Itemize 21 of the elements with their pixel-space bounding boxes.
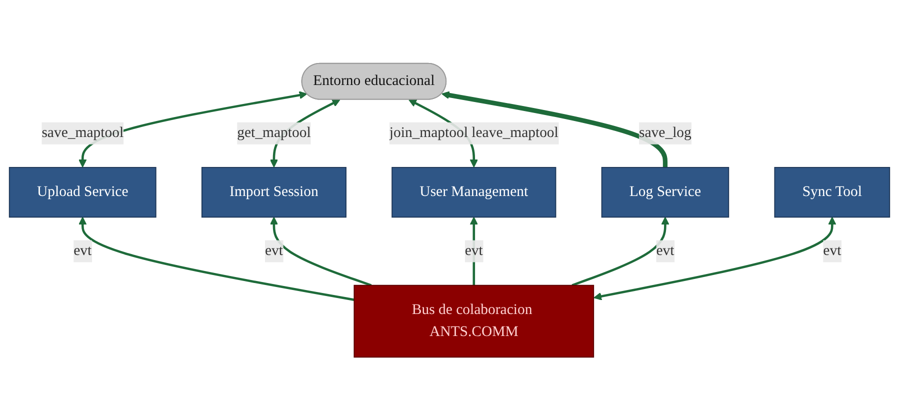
arrow	[78, 216, 354, 301]
edge-label: evt	[464, 242, 483, 258]
node-box: Sync Tool	[774, 166, 890, 218]
edge-label: evt	[74, 242, 92, 258]
arrow	[572, 216, 670, 286]
edge-label: evt	[264, 242, 283, 258]
edge-label: save_maptool	[42, 124, 124, 140]
node-box: User Management	[392, 166, 556, 218]
edge-label: evt	[656, 242, 674, 258]
node-box: Upload Service	[8, 166, 156, 218]
arrow	[442, 90, 668, 168]
edge-label: evt	[823, 242, 842, 258]
edge-label: save_log	[639, 124, 692, 140]
arrow	[470, 216, 478, 286]
node-box: Bus de colaboracion ANTS.COMM	[354, 284, 594, 358]
edge-label: get_maptool	[237, 124, 311, 140]
arrow	[594, 216, 836, 300]
arrow	[270, 216, 372, 286]
edge-label: join_maptool leave_maptool	[389, 124, 558, 140]
node-box: Log Service	[601, 166, 730, 218]
node-box: Import Session	[201, 166, 346, 218]
